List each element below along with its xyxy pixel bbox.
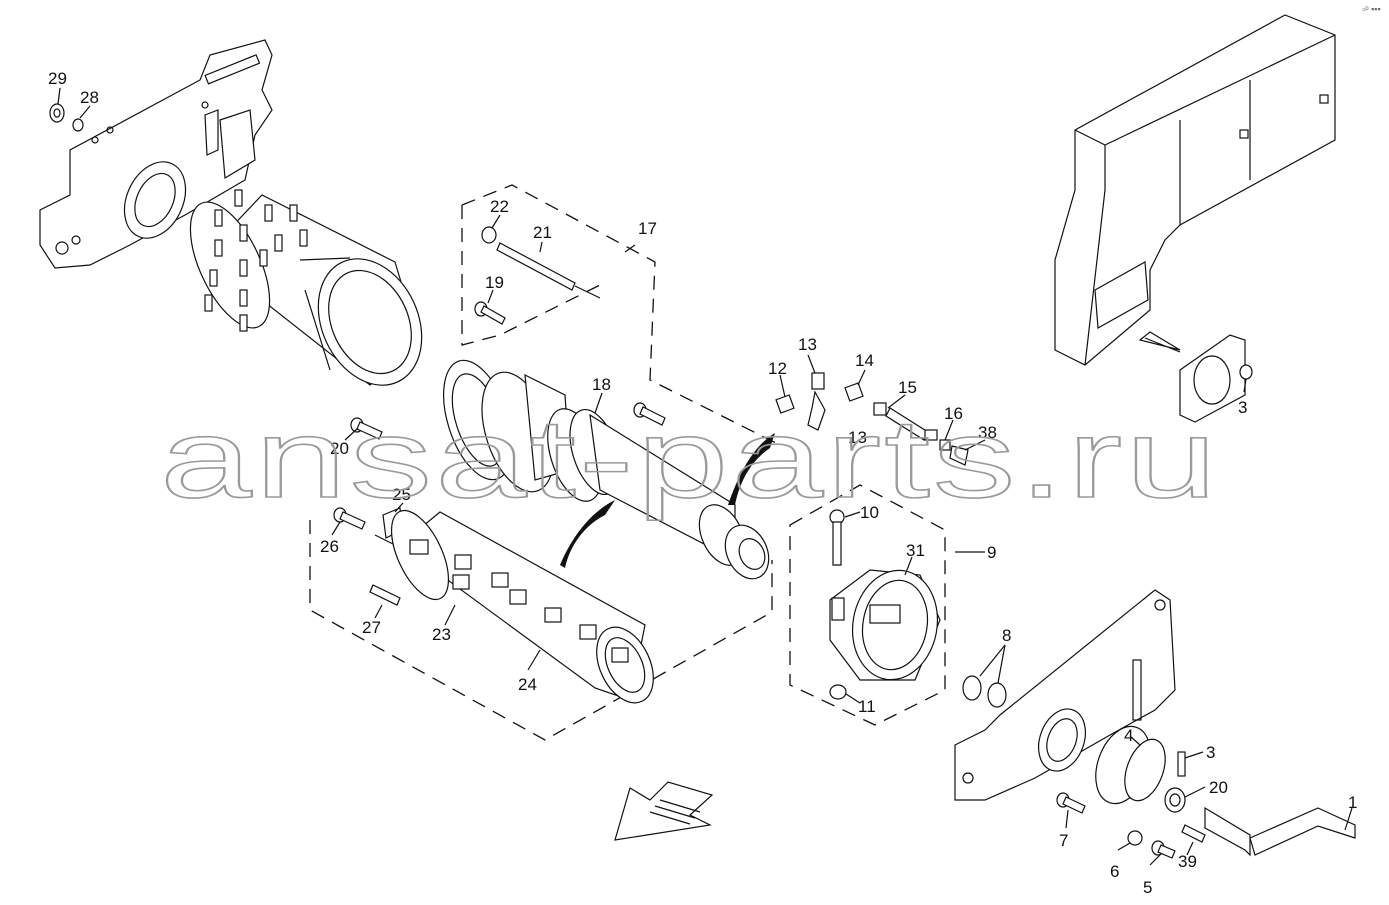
callout-38: 38 [978,423,997,442]
callout-4: 4 [1124,726,1133,745]
callout-10: 10 [860,503,879,522]
bolt-10 [829,509,845,566]
callout-27: 27 [362,618,381,637]
rotor-teeth [204,189,308,332]
watermark-text: ansat-parts.ru [160,396,1220,521]
nut-11 [829,684,847,700]
rotor-shell-23 [390,509,654,704]
direction-arrow-small [1138,331,1181,353]
callout-31: 31 [906,541,925,560]
callout-23: 23 [432,625,451,644]
callout-11: 11 [858,697,876,716]
right-housing-panel [1054,14,1336,366]
washer-6 [1127,830,1143,846]
bolt-7 [1056,792,1086,814]
nut-22 [481,226,497,244]
plate-3-upper [1179,334,1253,423]
callout-3-lower: 3 [1206,743,1215,762]
group-17-boundary [461,184,781,446]
assembly-arrow-right [728,433,775,505]
callout-25: 25 [392,485,411,504]
callout-18: 18 [592,375,611,394]
callout-3-upper: 3 [1238,398,1247,417]
left-side-plate [39,39,273,269]
callout-5: 5 [1143,878,1152,897]
screw-39 [1181,824,1206,843]
callout-labels: 29 28 22 21 17 19 18 20 13 12 14 15 16 1… [48,69,1357,897]
callout-13-lower: 13 [848,428,867,447]
group-23-boundary [309,520,773,741]
pin-27 [369,584,401,606]
pulley-4 [1095,725,1166,805]
callout-20-upper: 20 [330,439,349,458]
callout-14: 14 [855,351,874,370]
rotor-drum [189,189,423,386]
crank-handle-1 [1204,806,1356,857]
hub-20-lower [1164,787,1186,813]
callout-29: 29 [48,69,67,88]
bolt-26 [333,507,366,530]
leader-lines [57,87,1353,866]
callout-19: 19 [485,273,504,292]
callout-9: 9 [987,543,996,562]
shaft-21 [496,242,601,299]
housing-cover-31 [829,569,941,681]
callout-24: 24 [518,675,537,694]
right-side-plate [954,589,1176,801]
corner-mark: ▫ᵖ ▪▪▪ [1362,4,1381,14]
callout-21: 21 [533,223,552,242]
bolt-upper-right [633,402,666,426]
callout-39: 39 [1178,852,1197,871]
callout-17: 17 [638,219,657,238]
snap-rings-8 [962,675,1007,708]
callout-7: 7 [1059,831,1068,850]
bolt-5 [1151,840,1176,859]
bolt-19 [474,301,506,325]
callout-13-upper: 13 [798,335,817,354]
callout-15: 15 [898,378,917,397]
key-3-lower [1177,751,1186,777]
washer-29 [49,103,65,123]
callout-8: 8 [1002,626,1011,645]
hydraulic-fittings [775,372,969,466]
callout-12: 12 [768,359,787,378]
assembly-arrow-left [560,500,615,568]
callout-28: 28 [80,88,99,107]
group-9-boundary [789,484,946,726]
callout-20-lower: 20 [1209,778,1228,797]
nut-28 [72,118,84,132]
callout-6: 6 [1110,862,1119,881]
callout-1: 1 [1348,793,1357,812]
gearbox-drive [443,359,770,580]
callout-22: 22 [490,197,509,216]
bolt-20-upper [350,417,383,440]
orientation-arrow [614,781,714,841]
callout-26: 26 [320,537,339,556]
callout-16: 16 [944,404,963,423]
